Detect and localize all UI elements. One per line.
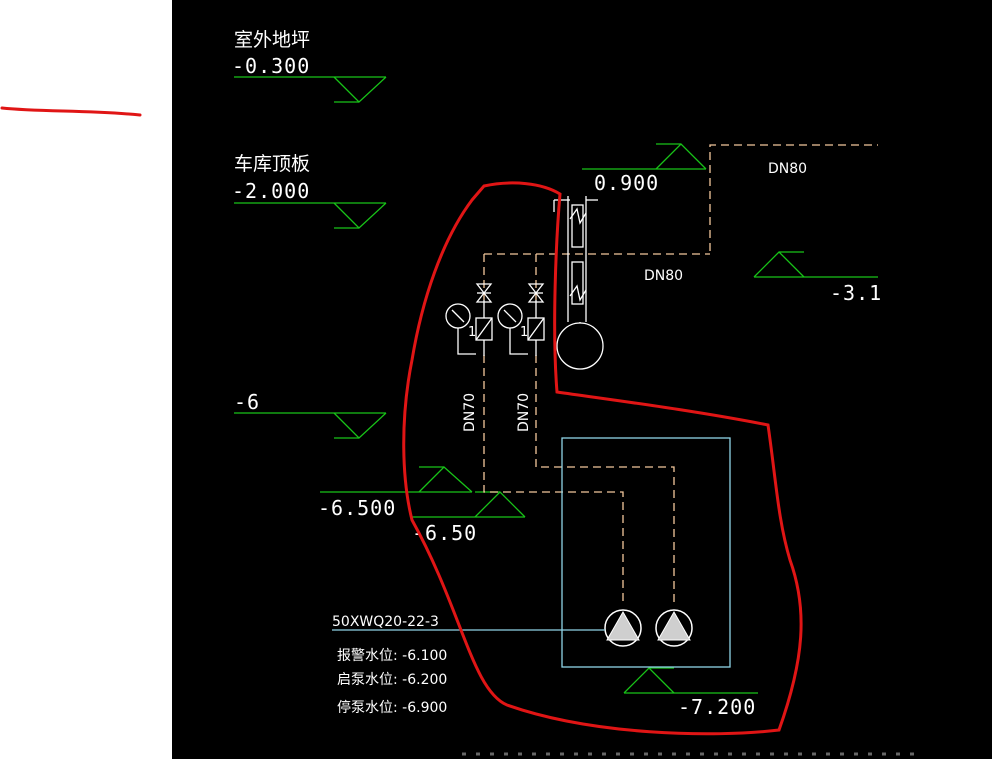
svg-text:1: 1 <box>520 325 528 340</box>
elev-marker-6500 <box>320 466 473 493</box>
elev-marker-outdoor <box>234 76 387 103</box>
pump-model-label: 50XWQ20-22-3 <box>332 614 439 630</box>
valve-icon <box>475 283 493 295</box>
alarm-level-text: 报警水位: -6.100 <box>337 648 447 664</box>
elev-minus6-label: -6 <box>234 390 260 414</box>
stop-level-text: 停泵水位: -6.900 <box>337 699 447 716</box>
outdoor-ground-elev: -0.300 <box>232 54 310 78</box>
pipe-dn70-a-label: DN70 <box>462 393 478 432</box>
pump-icon-left <box>604 609 642 647</box>
red-markup-outline <box>402 181 803 736</box>
sump-pit-outline <box>561 437 731 668</box>
pipe-dn80-mid-label: DN80 <box>644 268 683 284</box>
elev-31-label: -3.1 <box>830 281 882 305</box>
start-level-text: 启泵水位: -6.200 <box>337 672 447 688</box>
outdoor-ground-label: 室外地坪 <box>234 29 310 51</box>
elev-marker-minus6 <box>234 412 387 439</box>
drawing-svg: 室外地坪 -0.300 车库顶板 -2.000 -6 -6.500 -6.50 … <box>232 29 922 756</box>
pipe-dn70-b-label: DN70 <box>516 393 532 432</box>
elev-marker-garage-roof <box>234 202 387 229</box>
branch-right-valves: 1 <box>497 283 545 356</box>
elev-6500-label: -6.500 <box>318 496 396 520</box>
cad-drawing-area: 室外地坪 -0.300 车库顶板 -2.000 -6 -6.500 -6.50 … <box>172 0 992 759</box>
garage-roof-elev: -2.000 <box>232 179 310 203</box>
pump-icon-right <box>655 609 693 647</box>
garage-roof-label: 车库顶板 <box>234 153 310 175</box>
branch-left-valves: 1 <box>445 283 493 356</box>
elev-0900-label: 0.900 <box>594 171 659 195</box>
pipe-dn80-top-label: DN80 <box>768 161 807 177</box>
elev-7200-label: -7.200 <box>678 695 756 719</box>
elev-marker-650 <box>412 491 526 518</box>
elev-marker-0900 <box>582 143 707 170</box>
valve-icon <box>527 283 545 295</box>
margin-red-stroke <box>0 106 142 117</box>
riser-fittings <box>553 196 604 370</box>
svg-text:1: 1 <box>468 325 476 340</box>
elev-marker-7200 <box>623 667 758 694</box>
dashed-pipe-network <box>483 144 878 602</box>
elev-marker-31 <box>753 251 878 278</box>
